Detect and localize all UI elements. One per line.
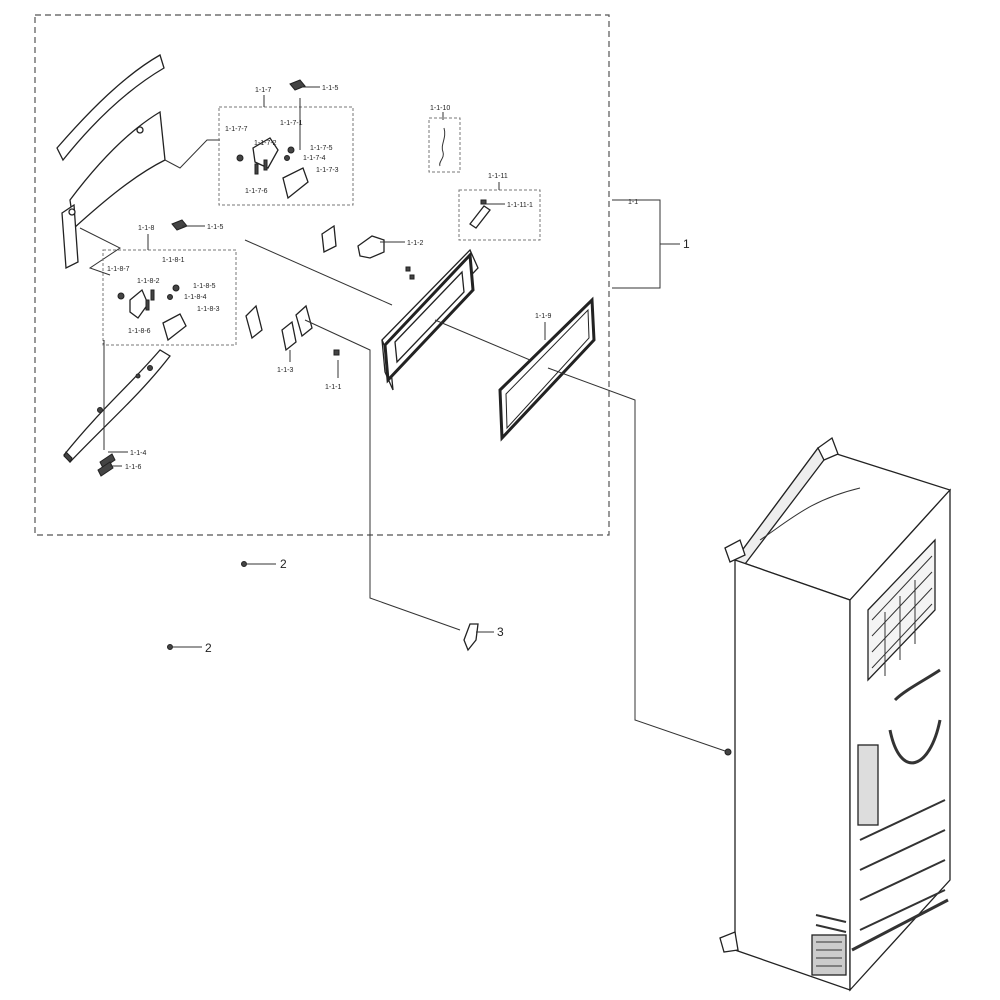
leader-line-to-part-3: [304, 319, 461, 631]
label-1-1-7-7: 1-1-7-7: [225, 126, 248, 133]
screw-part-2-b: [167, 644, 173, 650]
leader-line: [79, 227, 121, 276]
leader-line: [164, 139, 220, 169]
label-1-1-7-3: 1-1-7-3: [316, 167, 339, 174]
label-1-1-8: 1-1-8: [138, 225, 154, 232]
display-frame-part: [381, 248, 479, 391]
label-1-1-7-4: 1-1-7-4: [303, 155, 326, 162]
part-1-1-4: [97, 453, 116, 477]
clip-1-1-2: [321, 224, 385, 259]
leader-line: [434, 319, 531, 361]
wire-1-1-10: [439, 127, 446, 167]
hinge-1-1-3: [245, 304, 313, 352]
label-1-1-1: 1-1-1: [325, 384, 341, 391]
bracket-part-3: [463, 623, 479, 652]
label-1-1-7-1: 1-1-7-1: [280, 120, 303, 127]
label-1-1-11-1: 1-1-11-1: [507, 202, 533, 209]
subassembly-box-1-1-10: [428, 117, 461, 173]
subassembly-box-1-1-7: [218, 106, 354, 206]
label-1-1-11: 1-1-11: [488, 173, 508, 180]
screw-1-1-1: [333, 349, 340, 356]
subassembly-box-1-1-11: [458, 189, 541, 241]
label-1-1-2: 1-1-2: [407, 240, 423, 247]
part-1-1-11-1: [469, 199, 491, 229]
bottom-handle-part: [63, 349, 171, 463]
screw-1-1-5-mid: [171, 219, 188, 231]
label-1-1-8-5: 1-1-8-5: [193, 283, 216, 290]
screws-pair: [405, 266, 415, 280]
label-1-1-3: 1-1-3: [277, 367, 293, 374]
callout-bracket-1-1: [612, 199, 661, 289]
subassembly-box-1-1-8: [102, 249, 237, 346]
refrigerator-cabinet: [719, 436, 952, 992]
label-1-1-8-3: 1-1-8-3: [197, 306, 220, 313]
display-glass-inner: [505, 308, 590, 430]
label-1-1: 1-1: [628, 199, 638, 206]
label-1-1-7: 1-1-7: [255, 87, 271, 94]
label-1-1-9: 1-1-9: [535, 313, 551, 320]
top-trim-part: [56, 54, 166, 270]
label-1-1-8-6: 1-1-8-6: [128, 328, 151, 335]
label-1-1-5-mid: 1-1-5: [207, 224, 223, 231]
label-2-b: 2: [205, 641, 212, 655]
label-1-1-10: 1-1-10: [430, 105, 450, 112]
hinge-cover-1-1-8: [117, 284, 187, 342]
label-1-1-6: 1-1-6: [125, 464, 141, 471]
leader-line: [244, 239, 393, 306]
label-2-a: 2: [280, 557, 287, 571]
label-1-1-8-7: 1-1-8-7: [107, 266, 130, 273]
label-1-1-7-6: 1-1-7-6: [245, 188, 268, 195]
label-1: 1: [683, 237, 690, 251]
label-1-1-8-1: 1-1-8-1: [162, 257, 185, 264]
label-1-1-4: 1-1-4: [130, 450, 146, 457]
label-1-1-7-5: 1-1-7-5: [310, 145, 333, 152]
screw-part-2-a: [241, 561, 247, 567]
label-1-1-7-2: 1-1-7-2: [254, 140, 277, 147]
label-1-1-5-top: 1-1-5: [322, 85, 338, 92]
label-ticks: [108, 86, 546, 648]
screw-1-1-5-top: [289, 79, 306, 91]
label-1-1-8-2: 1-1-8-2: [137, 278, 160, 285]
hinge-cover-1-1-7: [236, 137, 309, 200]
leader-line-to-fridge: [547, 367, 729, 753]
assembly-boundary: [34, 14, 610, 536]
label-1-1-8-4: 1-1-8-4: [184, 294, 207, 301]
label-3: 3: [497, 625, 504, 639]
